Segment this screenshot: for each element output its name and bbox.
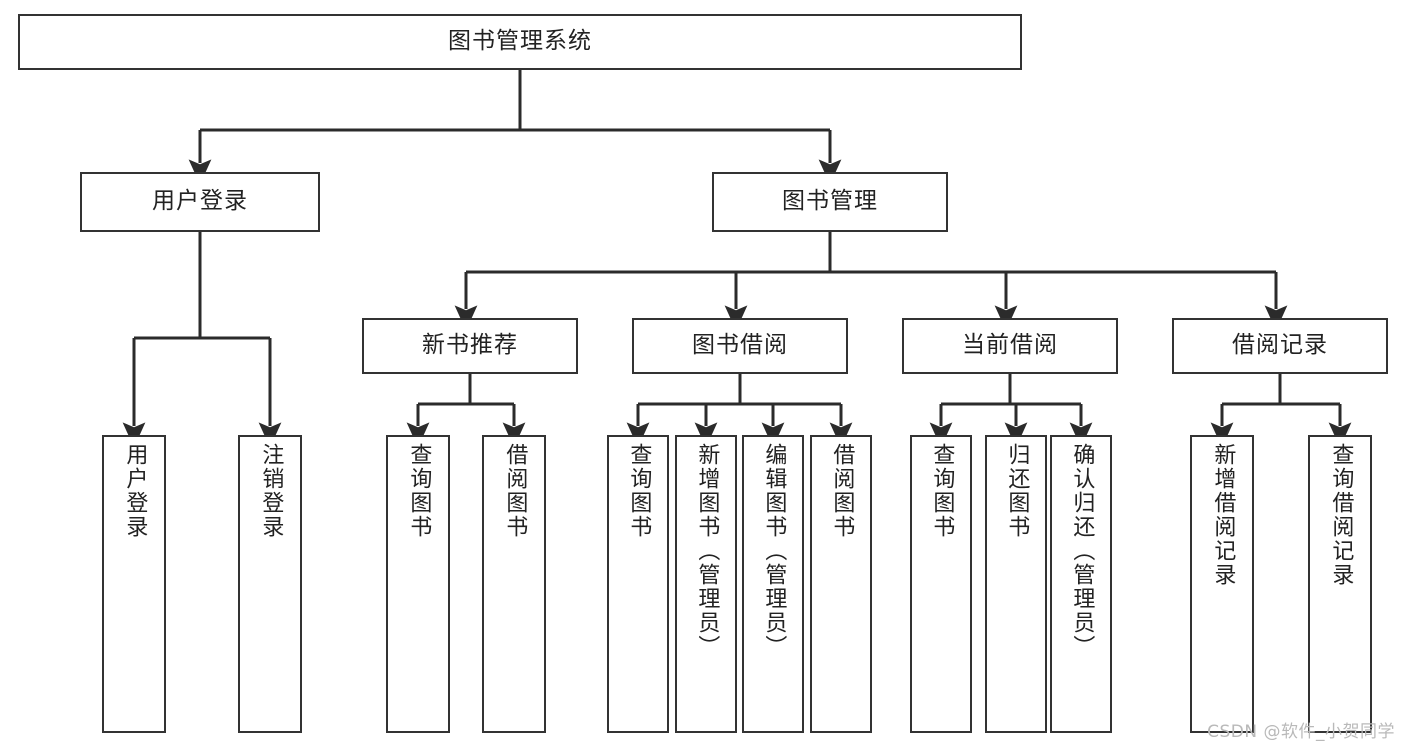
- node-label-book-manage: 图书管理: [782, 188, 878, 215]
- node-label-book-borrow: 图书借阅: [692, 332, 788, 359]
- node-leaf-confirm-return[interactable]: 确认归还（管理员）: [1050, 435, 1112, 733]
- node-user-login[interactable]: 用户登录: [80, 172, 320, 232]
- node-root[interactable]: 图书管理系统: [18, 14, 1022, 70]
- node-label-leaf-borrow-book-2: 借阅图书: [829, 443, 855, 539]
- node-leaf-return-book[interactable]: 归还图书: [985, 435, 1047, 733]
- node-label-leaf-logout: 注销登录: [258, 443, 284, 539]
- node-label-new-book-recommend: 新书推荐: [422, 332, 518, 359]
- node-new-book-recommend[interactable]: 新书推荐: [362, 318, 578, 374]
- node-label-root: 图书管理系统: [448, 28, 592, 55]
- node-leaf-query-book-1[interactable]: 查询图书: [386, 435, 450, 733]
- node-label-leaf-add-book: 新增图书（管理员）: [694, 443, 720, 659]
- node-label-borrow-record: 借阅记录: [1232, 332, 1328, 359]
- node-label-user-login: 用户登录: [152, 188, 248, 215]
- node-book-borrow[interactable]: 图书借阅: [632, 318, 848, 374]
- node-label-leaf-user-login: 用户登录: [122, 443, 148, 539]
- node-label-leaf-query-book-2: 查询图书: [626, 443, 652, 539]
- node-label-leaf-add-record: 新增借阅记录: [1210, 443, 1236, 587]
- node-current-borrow[interactable]: 当前借阅: [902, 318, 1118, 374]
- node-leaf-query-book-3[interactable]: 查询图书: [910, 435, 972, 733]
- node-label-leaf-return-book: 归还图书: [1004, 443, 1030, 539]
- node-leaf-user-login[interactable]: 用户登录: [102, 435, 166, 733]
- node-label-leaf-borrow-book-1: 借阅图书: [502, 443, 528, 539]
- node-leaf-query-book-2[interactable]: 查询图书: [607, 435, 669, 733]
- node-label-leaf-query-book-1: 查询图书: [406, 443, 432, 539]
- node-book-manage[interactable]: 图书管理: [712, 172, 948, 232]
- node-label-leaf-query-record: 查询借阅记录: [1328, 443, 1354, 587]
- node-leaf-borrow-book-1[interactable]: 借阅图书: [482, 435, 546, 733]
- node-label-leaf-query-book-3: 查询图书: [929, 443, 955, 539]
- node-label-current-borrow: 当前借阅: [962, 332, 1058, 359]
- node-borrow-record[interactable]: 借阅记录: [1172, 318, 1388, 374]
- node-leaf-query-record[interactable]: 查询借阅记录: [1308, 435, 1372, 733]
- node-leaf-edit-book[interactable]: 编辑图书（管理员）: [742, 435, 804, 733]
- node-label-leaf-confirm-return: 确认归还（管理员）: [1069, 443, 1095, 659]
- node-label-leaf-edit-book: 编辑图书（管理员）: [761, 443, 787, 659]
- node-leaf-logout[interactable]: 注销登录: [238, 435, 302, 733]
- node-leaf-add-book[interactable]: 新增图书（管理员）: [675, 435, 737, 733]
- node-leaf-add-record[interactable]: 新增借阅记录: [1190, 435, 1254, 733]
- connector-lines: [122, 70, 1352, 448]
- node-leaf-borrow-book-2[interactable]: 借阅图书: [810, 435, 872, 733]
